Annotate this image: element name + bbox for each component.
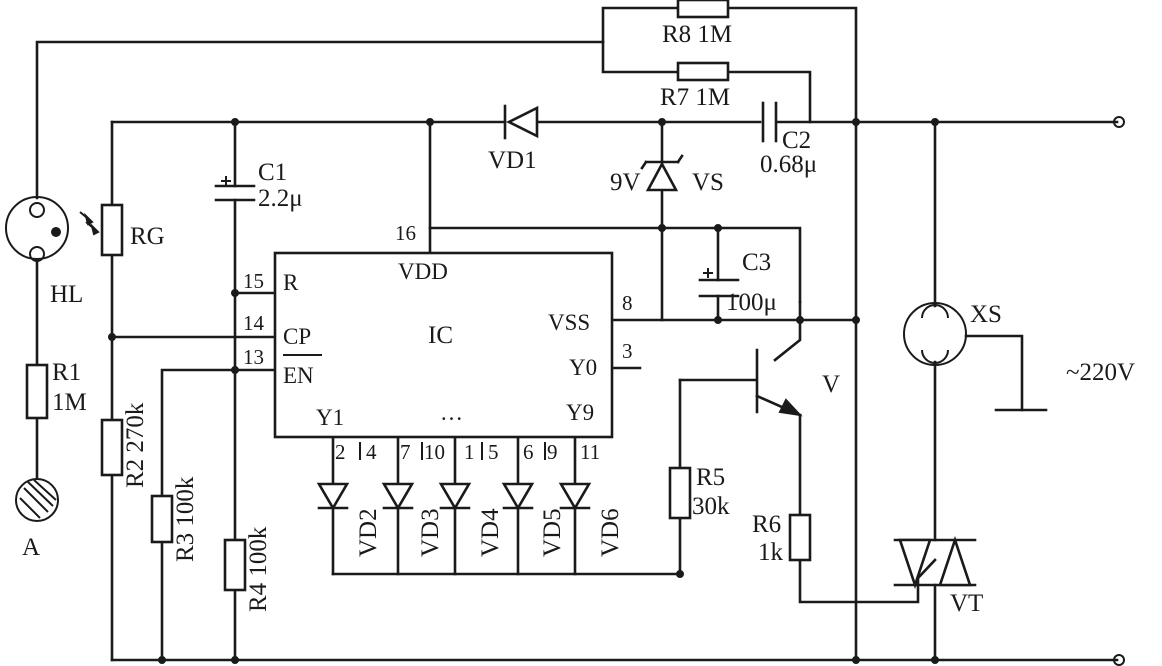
r8-r7-network <box>601 6 858 662</box>
ic-cp-label: CP <box>283 324 311 349</box>
r5-label: R5 <box>696 464 725 491</box>
rg-photoresistor <box>100 203 124 257</box>
pin-7: 7 <box>400 440 411 464</box>
led-vd3 <box>381 482 415 511</box>
xs-socket <box>903 302 967 366</box>
vs-voltage: 9V <box>610 169 641 196</box>
c3-label: C3 <box>742 249 771 276</box>
ic-name: IC <box>428 322 453 349</box>
r1-resistor <box>25 363 49 420</box>
pin16-node-wire <box>428 226 802 304</box>
vd1-diode <box>503 104 539 140</box>
ic-y0-label: Y0 <box>569 355 597 380</box>
c2-capacitor <box>761 101 778 143</box>
hl-lamp <box>5 196 69 262</box>
wiring <box>35 6 1119 662</box>
pin-6: 6 <box>523 440 534 464</box>
r4-label: R4 100k <box>245 526 272 612</box>
r8-label: R8 1M <box>662 21 732 48</box>
c1-capacitor <box>214 176 256 202</box>
triac-vt <box>893 535 977 590</box>
v-label: V <box>822 371 840 398</box>
pin-8: 8 <box>622 291 633 315</box>
r4-resistor <box>223 538 247 592</box>
transistor-v <box>755 348 803 417</box>
light-arrow-head-2 <box>90 222 100 236</box>
pin-4: 4 <box>366 440 377 464</box>
pin-13: 13 <box>243 345 264 369</box>
c3-value: 100μ <box>726 289 777 316</box>
pin-3: 3 <box>622 339 633 363</box>
r6-value: 1k <box>758 539 784 566</box>
led-vd4 <box>438 482 472 511</box>
r6-label: R6 <box>752 511 781 538</box>
ic-vdd-label: VDD <box>398 259 448 284</box>
c3-capacitor <box>698 268 740 298</box>
vd5-label: VD5 <box>539 508 566 557</box>
xs-label: XS <box>970 301 1002 328</box>
pin-9: 9 <box>547 440 558 464</box>
r7-label: R7 1M <box>660 84 730 111</box>
ic-vss-label: VSS <box>548 310 590 335</box>
r7-resistor <box>676 61 730 82</box>
r5-resistor <box>668 466 692 520</box>
ic-y9-label: Y9 <box>566 400 594 425</box>
touch-plate-a <box>15 478 59 522</box>
c1-value: 2.2μ <box>258 185 303 212</box>
vs-label: VS <box>692 169 724 196</box>
pin-5: 5 <box>488 440 499 464</box>
r1-label: R1 <box>52 359 81 386</box>
light-arrow-head-1 <box>84 212 94 226</box>
led-vd2 <box>316 482 350 511</box>
hl-label: HL <box>50 281 83 308</box>
r6-resistor <box>788 513 812 562</box>
pin-11: 11 <box>580 440 600 464</box>
r8-resistor <box>676 0 730 19</box>
ic-y1-label: Y1 <box>316 405 344 430</box>
r5-value: 30k <box>692 493 730 520</box>
rg-label: RG <box>130 223 165 250</box>
pin-10: 10 <box>424 440 445 464</box>
r1-value: 1M <box>52 389 87 416</box>
a-label: A <box>22 534 40 561</box>
r2-resistor <box>100 418 124 477</box>
led-legs <box>331 435 577 576</box>
junction-dots <box>108 118 939 664</box>
vs-zener-diode <box>640 154 684 192</box>
vd1-label: VD1 <box>488 147 537 174</box>
pin-1: 1 <box>464 440 475 464</box>
pin-16: 16 <box>395 221 416 245</box>
terminal-bottom <box>1113 654 1125 666</box>
pin-14: 14 <box>243 311 265 335</box>
pin-15: 15 <box>243 269 264 293</box>
c2-label: C2 <box>782 127 811 154</box>
ic-chip <box>273 251 614 439</box>
ic-en-label: EN <box>283 363 314 388</box>
vt-label: VT <box>950 590 983 617</box>
hl-feed-wire <box>35 40 605 200</box>
xs-ground-wire <box>964 334 1024 412</box>
r3-label: R3 100k <box>172 476 199 562</box>
led-vd5 <box>501 482 535 511</box>
r3-resistor <box>150 494 174 544</box>
terminal-top <box>1113 116 1125 128</box>
supply-label: ~220V <box>1066 359 1135 386</box>
pin-dividers <box>359 442 546 460</box>
c1-label: C1 <box>258 159 287 186</box>
ic-dots: … <box>440 400 463 425</box>
c2-value: 0.68μ <box>760 151 817 178</box>
led-vd6 <box>558 482 592 511</box>
transistor-collector-lead <box>773 300 802 362</box>
transistor-emitter-lead <box>798 413 920 604</box>
vd2-label: VD2 <box>355 508 382 557</box>
ic-r-label: R <box>283 270 299 295</box>
r2-label: R2 270k <box>122 402 149 488</box>
vd4-label: VD4 <box>477 508 504 557</box>
pin-2: 2 <box>335 440 346 464</box>
vd6-label: VD6 <box>597 508 624 557</box>
vd3-label: VD3 <box>417 508 444 557</box>
